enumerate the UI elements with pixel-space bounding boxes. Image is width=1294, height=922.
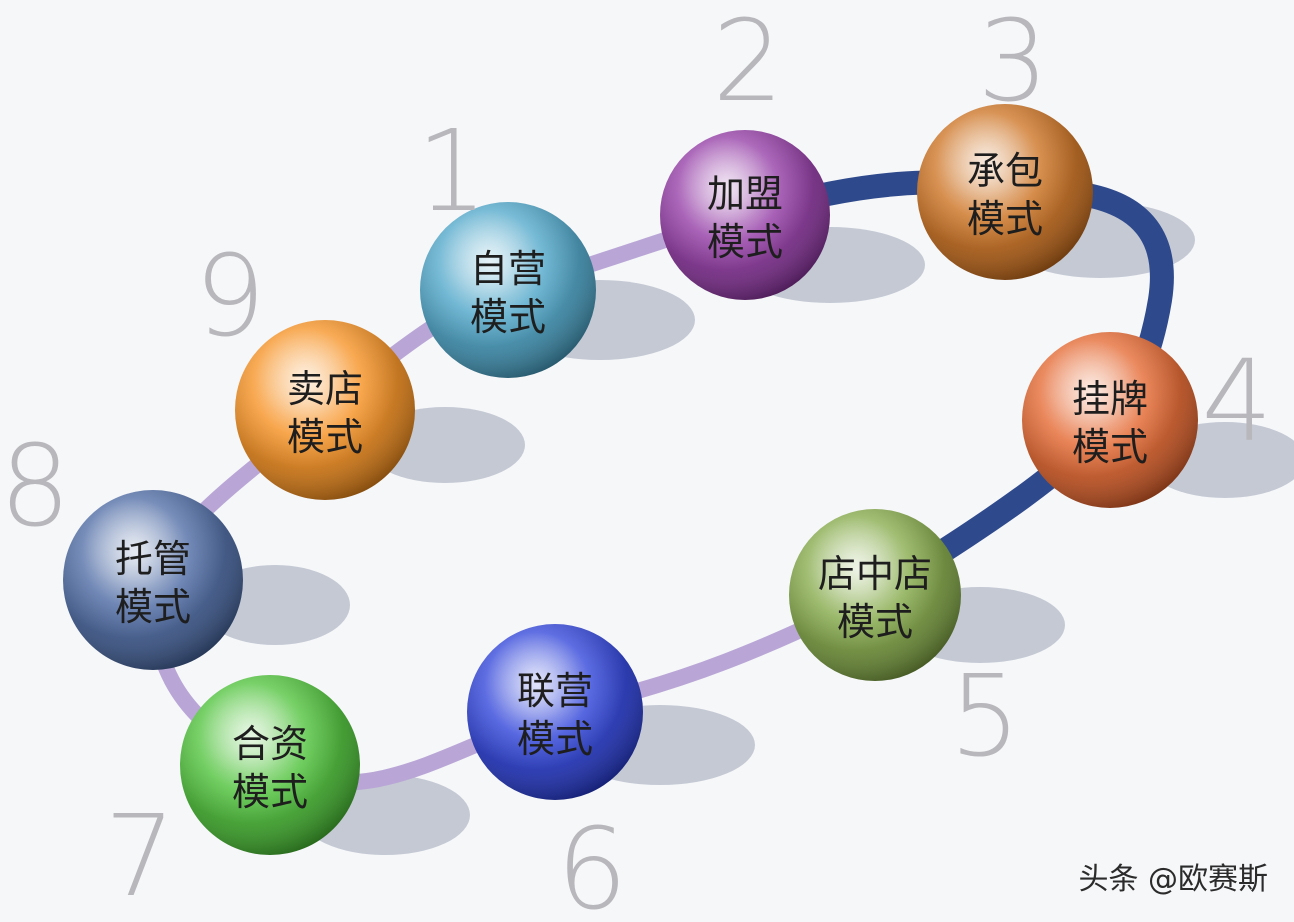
mode-label-line1: 挂牌 — [1072, 377, 1148, 421]
mode-label-line1: 联营 — [517, 669, 593, 713]
mode-label-line2: 模式 — [837, 600, 913, 644]
mode-label-line2: 模式 — [287, 415, 363, 459]
mode-label-line2: 模式 — [967, 197, 1043, 241]
mode-label-line1: 合资 — [232, 722, 308, 766]
mode-ball-highlight — [789, 509, 961, 681]
mode-ball-highlight — [660, 130, 830, 300]
step-number-7: 7 — [104, 792, 175, 922]
step-number-3: 3 — [977, 0, 1048, 127]
mode-ball-highlight — [1022, 332, 1198, 508]
path-light-segment — [144, 572, 883, 791]
mode-label-line1: 承包 — [967, 149, 1043, 193]
watermark: 头条 @欧赛斯 — [1078, 862, 1268, 897]
mode-label-line2: 模式 — [707, 220, 783, 264]
step-number-2: 2 — [712, 0, 783, 127]
mode-label-line1: 托管 — [115, 537, 191, 581]
step-number-1: 1 — [416, 107, 487, 237]
mode-ball-highlight — [180, 675, 360, 855]
mode-ball-highlight — [235, 320, 415, 500]
mode-ball-highlight — [917, 104, 1093, 280]
mode-label-line1: 卖店 — [287, 367, 363, 411]
mode-label-line1: 加盟 — [707, 172, 783, 216]
mode-label-line1: 店中店 — [818, 552, 932, 596]
mode-label-line2: 模式 — [470, 295, 546, 339]
step-number-8: 8 — [0, 422, 71, 552]
mode-label-line2: 模式 — [1072, 425, 1148, 469]
step-number-5: 5 — [949, 652, 1020, 782]
mode-ball-highlight — [420, 202, 596, 378]
mode-ball-highlight — [467, 624, 643, 800]
step-number-9: 9 — [194, 232, 265, 362]
step-number-4: 4 — [1201, 337, 1272, 467]
mode-label-line2: 模式 — [232, 770, 308, 814]
mode-ball-highlight — [63, 490, 243, 670]
step-number-6: 6 — [556, 805, 627, 922]
mode-label-line2: 模式 — [517, 717, 593, 761]
mode-label-line2: 模式 — [115, 585, 191, 629]
mode-label-line1: 自营 — [470, 247, 546, 291]
